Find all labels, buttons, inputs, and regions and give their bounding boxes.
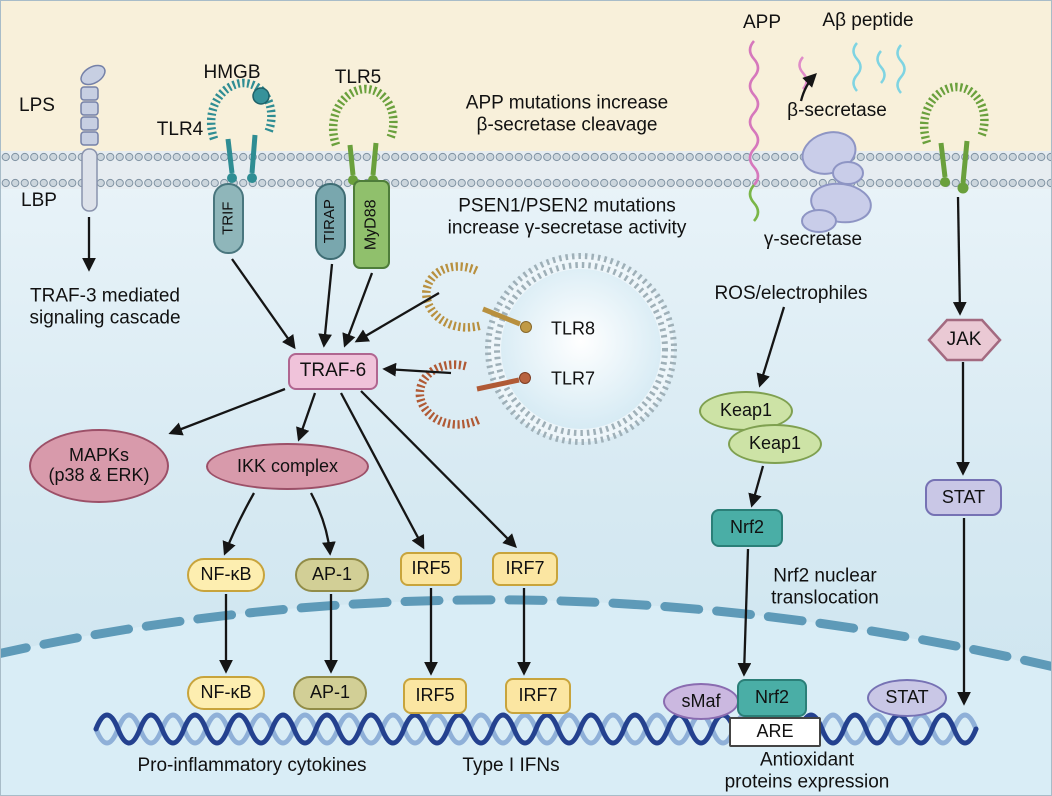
- extracellular-region: [1, 1, 1051, 151]
- pro-inflammatory-label: Pro-inflammatory cytokines: [137, 754, 367, 776]
- antioxidant-label: Antioxidant proteins expression: [724, 749, 890, 793]
- trif-label: TRIF: [219, 201, 237, 236]
- ap1-node: AP-1: [295, 558, 369, 592]
- ros-label: ROS/electrophiles: [714, 282, 868, 304]
- tlr7-label: TLR7: [550, 368, 596, 389]
- hmgb-label: HMGB: [203, 61, 261, 83]
- nrf2-node: Nrf2: [711, 509, 783, 547]
- lps-structure: [80, 64, 106, 212]
- tlr4-receptor: [211, 83, 271, 183]
- app-label: APP: [742, 11, 782, 33]
- irf7-nuclear-node: IRF7: [505, 678, 571, 714]
- app-protein: [748, 40, 760, 222]
- tlr4-label: TLR4: [156, 118, 204, 140]
- stat-node: STAT: [925, 479, 1002, 516]
- endosome: [485, 253, 677, 445]
- tirap-node: TIRAP: [315, 183, 346, 260]
- jak-node-shape: [927, 318, 1002, 362]
- cytokine-receptor: [924, 87, 984, 194]
- beta-secretase-enzyme: [801, 131, 864, 185]
- beta-secretase-label: β-secretase: [787, 99, 887, 121]
- lbp-label: LBP: [21, 189, 57, 211]
- jak-label: JAK: [946, 328, 982, 350]
- hmgb-ligand: [252, 87, 270, 105]
- type-i-ifns-label: Type I IFNs: [462, 754, 560, 776]
- app-mutation-note: APP mutations increase β-secretase cleav…: [465, 92, 669, 136]
- nrf2-translocation-note: Nrf2 nuclear translocation: [771, 565, 879, 609]
- are-element: ARE: [729, 717, 821, 747]
- ap1-nuclear-node: AP-1: [293, 676, 367, 710]
- mapks-node: MAPKs (p38 & ERK): [29, 429, 169, 503]
- abeta-peptides: [798, 42, 906, 94]
- smaf-node: sMaf: [663, 683, 739, 720]
- plasma-membrane: [1, 151, 1051, 189]
- trif-node: TRIF: [213, 183, 244, 254]
- tirap-label: TIRAP: [321, 199, 339, 244]
- irf7-node: IRF7: [492, 552, 558, 586]
- ikk-complex-node: IKK complex: [206, 443, 369, 490]
- gamma-secretase-enzyme: [801, 182, 872, 233]
- dna-helix: [93, 712, 979, 746]
- keap1-node-b: Keap1: [728, 424, 822, 464]
- nfkb-node: NF-κB: [187, 558, 265, 592]
- myd88-label: MyD88: [362, 199, 380, 250]
- tlr7-receptor: [417, 363, 531, 428]
- stat-nuclear-node: STAT: [867, 679, 947, 717]
- psen-mutation-note: PSEN1/PSEN2 mutations increase γ-secreta…: [447, 195, 687, 239]
- tlr8-label: TLR8: [550, 318, 596, 339]
- irf5-nuclear-node: IRF5: [403, 678, 467, 714]
- nrf2-nuclear-node: Nrf2: [737, 679, 807, 717]
- abeta-peptide-label: Aβ peptide: [822, 9, 914, 31]
- gamma-secretase-label: γ-secretase: [763, 228, 863, 250]
- irf5-node: IRF5: [400, 552, 462, 586]
- tlr5-label: TLR5: [334, 66, 382, 88]
- traf3-cascade-label: TRAF-3 mediated signaling cascade: [29, 285, 181, 329]
- myd88-node: MyD88: [353, 180, 390, 269]
- tlr8-receptor: [424, 264, 532, 333]
- nfkb-nuclear-node: NF-κB: [187, 676, 265, 710]
- signal-arrows: [82, 73, 971, 706]
- nuclear-envelope: [1, 595, 1051, 671]
- traf6-node: TRAF-6: [288, 353, 378, 390]
- lps-label: LPS: [19, 94, 55, 116]
- lbp-protein: [81, 148, 98, 212]
